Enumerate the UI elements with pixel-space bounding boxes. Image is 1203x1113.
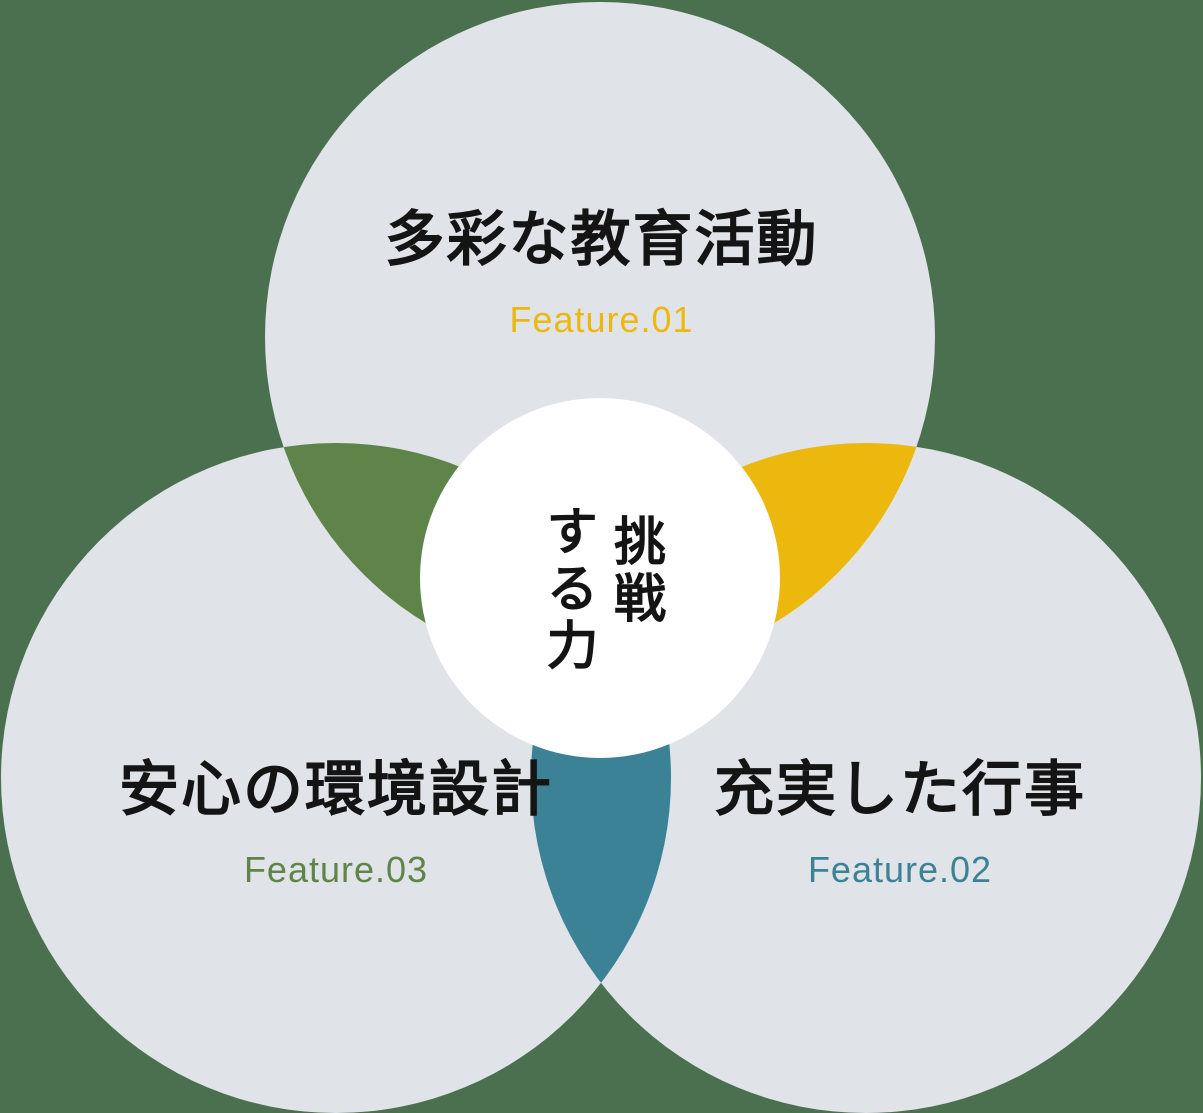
lobe-bottom-right-text: 充実した行事 Feature.02 (620, 755, 1180, 891)
center-label-column-secondary: する力 (538, 503, 596, 675)
center-label-column-primary: 挑戦 (605, 514, 664, 628)
lobe-bottom-left-feature-label: Feature.03 (243, 848, 429, 890)
center-circle[interactable] (420, 398, 780, 758)
lobe-top-text: 多彩な教育活動 Feature.01 (0, 205, 1203, 341)
lobe-top-feature-label: Feature.01 (509, 298, 694, 340)
lobe-bottom-right-feature-label: Feature.02 (807, 848, 993, 890)
lobe-bottom-right-title: 充実した行事 (714, 756, 1086, 823)
center-label: 挑戦 する力 (420, 398, 780, 758)
lobe-top-title: 多彩な教育活動 (384, 206, 819, 273)
lobe-bottom-left-title: 安心の環境設計 (119, 756, 553, 823)
lobe-bottom-left-text: 安心の環境設計 Feature.03 (36, 755, 636, 891)
